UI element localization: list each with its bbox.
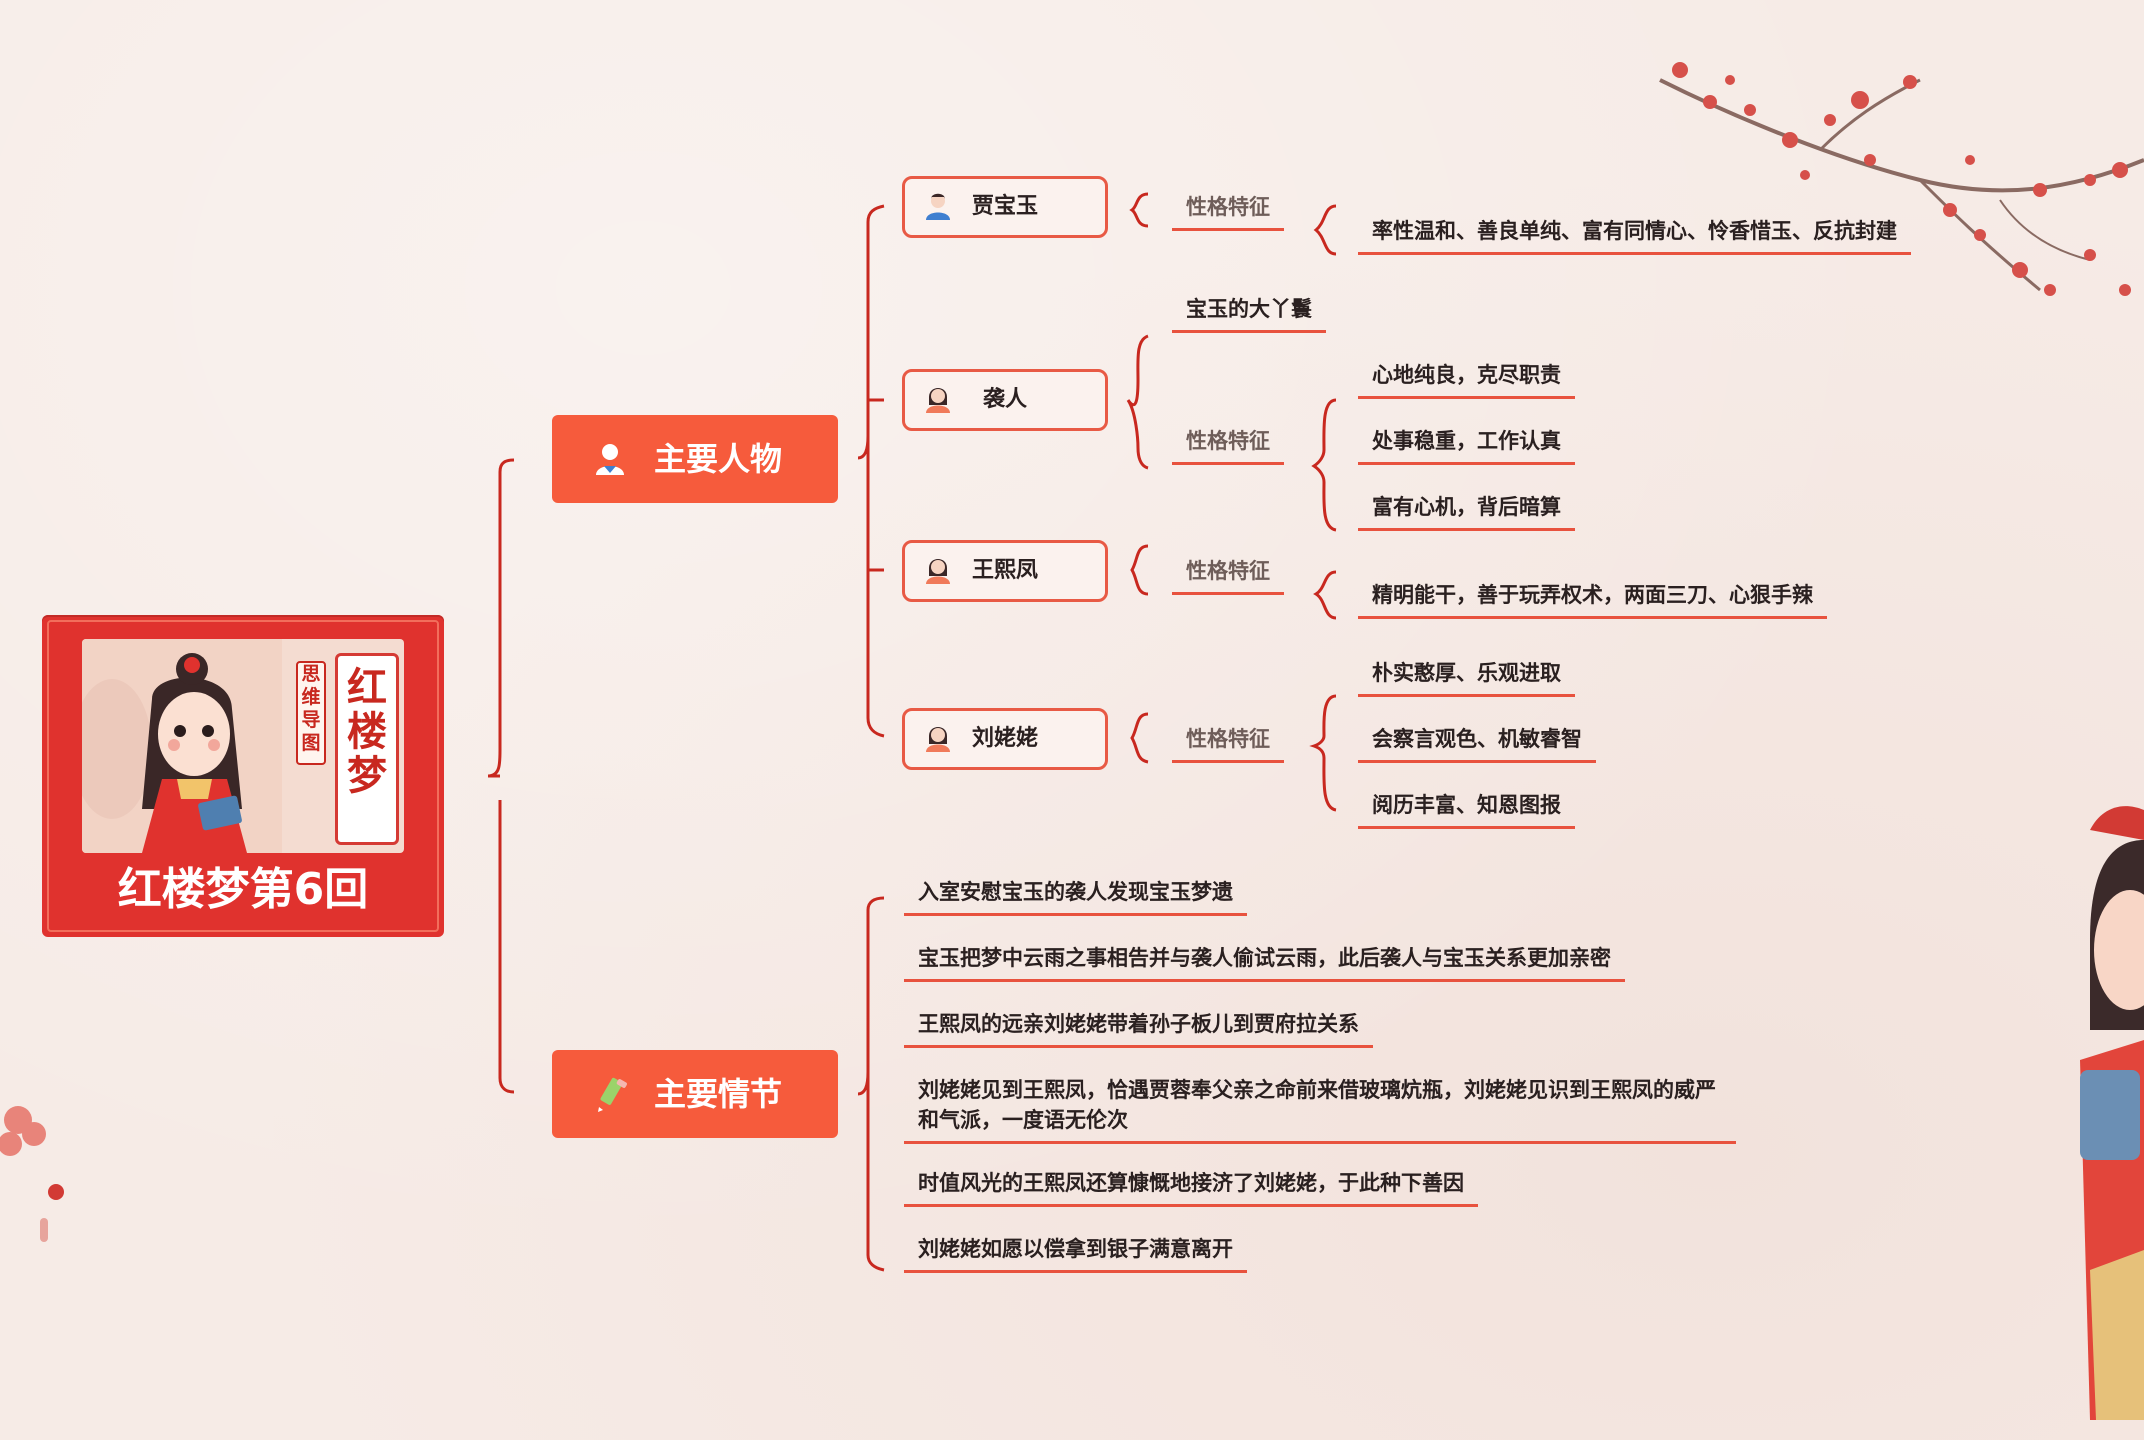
female-avatar-icon bbox=[926, 559, 950, 584]
person-jia-baoyu[interactable]: 贾宝玉 bbox=[902, 176, 1108, 238]
branch-main-characters[interactable]: 主要人物 bbox=[552, 415, 838, 503]
trait-item[interactable]: 会察言观色、机敏睿智 bbox=[1358, 724, 1596, 763]
trait-label[interactable]: 性格特征 bbox=[1172, 426, 1284, 465]
girl-illustration bbox=[82, 639, 282, 853]
plot-event[interactable]: 入室安慰宝玉的袭人发现宝玉梦遗 bbox=[904, 877, 1247, 916]
plot-event[interactable]: 王熙凤的远亲刘姥姥带着孙子板儿到贾府拉关系 bbox=[904, 1009, 1373, 1048]
male-avatar-icon bbox=[926, 193, 950, 220]
trait-item[interactable]: 富有心机，背后暗算 bbox=[1358, 492, 1575, 531]
book-title-card: 红 楼 梦 bbox=[335, 653, 399, 845]
female-avatar-icon bbox=[926, 388, 950, 413]
note-label[interactable]: 宝玉的大丫鬟 bbox=[1172, 294, 1326, 333]
trait-item[interactable]: 阅历丰富、知恩图报 bbox=[1358, 790, 1575, 829]
person-xiren[interactable]: 袭人 bbox=[902, 369, 1108, 431]
girl-figure-decoration bbox=[2080, 806, 2144, 1420]
trait-item[interactable]: 率性温和、善良单纯、富有同情心、怜香惜玉、反抗封建 bbox=[1358, 216, 1911, 255]
trait-label[interactable]: 性格特征 bbox=[1172, 724, 1284, 763]
plot-event[interactable]: 刘姥姥如愿以偿拿到银子满意离开 bbox=[904, 1234, 1247, 1273]
mindmap-tag: 思维导图 bbox=[296, 661, 326, 765]
plot-event[interactable]: 时值风光的王熙凤还算慷慨地接济了刘姥姥，于此种下善因 bbox=[904, 1168, 1478, 1207]
trait-label[interactable]: 性格特征 bbox=[1172, 556, 1284, 595]
female-avatar-icon bbox=[926, 727, 950, 752]
branch-main-plot[interactable]: 主要情节 bbox=[552, 1050, 838, 1138]
pencil-icon bbox=[598, 1077, 627, 1112]
trait-item[interactable]: 心地纯良，克尽职责 bbox=[1358, 360, 1575, 399]
trait-item[interactable]: 处事稳重，工作认真 bbox=[1358, 426, 1575, 465]
trait-item[interactable]: 朴实憨厚、乐观进取 bbox=[1358, 658, 1575, 697]
plot-event[interactable]: 宝玉把梦中云雨之事相告并与袭人偷试云雨，此后袭人与宝玉关系更加亲密 bbox=[904, 943, 1625, 982]
branch-label: 主要人物 bbox=[654, 440, 783, 478]
cover-illustration: 思维导图 红 楼 梦 bbox=[82, 639, 404, 853]
flower-decoration bbox=[0, 1106, 64, 1242]
person-liu-laolao[interactable]: 刘姥姥 bbox=[902, 708, 1108, 770]
root-node[interactable]: 思维导图 红 楼 梦 红楼梦第6回 bbox=[42, 615, 444, 937]
person-wang-xifeng[interactable]: 王熙凤 bbox=[902, 540, 1108, 602]
trait-item[interactable]: 精明能干，善于玩弄权术，两面三刀、心狠手辣 bbox=[1358, 580, 1827, 619]
root-title: 红楼梦第6回 bbox=[117, 864, 369, 915]
plum-blossom-decoration bbox=[1659, 62, 2144, 296]
trait-label[interactable]: 性格特征 bbox=[1172, 192, 1284, 231]
plot-event[interactable]: 刘姥姥见到王熙凤，恰遇贾蓉奉父亲之命前来借玻璃炕瓶，刘姥姥见识到王熙凤的威严和气… bbox=[904, 1075, 1736, 1144]
root-frame bbox=[47, 620, 439, 932]
person-icon bbox=[596, 444, 624, 475]
branch-label: 主要情节 bbox=[654, 1075, 783, 1113]
